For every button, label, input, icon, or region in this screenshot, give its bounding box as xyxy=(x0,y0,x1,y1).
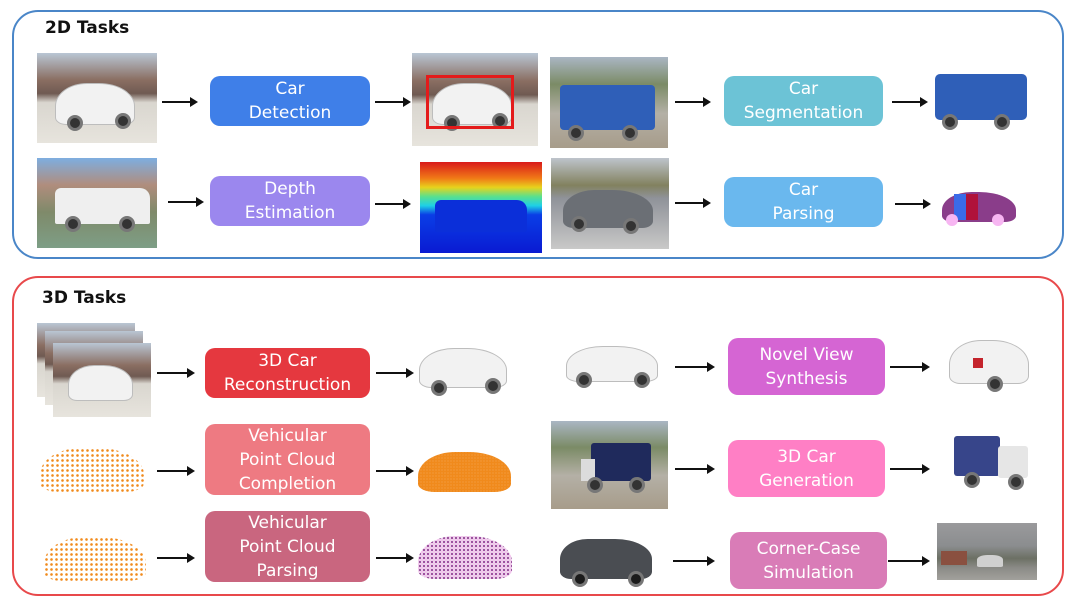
arrow-icon xyxy=(157,553,195,563)
corner-case-output-scene xyxy=(937,523,1037,580)
task-corner-case-simulation: Corner-Case Simulation xyxy=(730,532,887,589)
arrow-icon xyxy=(675,464,715,474)
arrow-icon xyxy=(168,197,204,207)
depth-output-map xyxy=(420,162,542,253)
panel-3d-tasks xyxy=(12,276,1064,596)
arrow-icon xyxy=(675,97,711,107)
depth-input-image xyxy=(37,158,157,248)
task-depth-estimation: Depth Estimation xyxy=(210,176,370,226)
segmentation-input-image xyxy=(550,57,668,148)
arrow-icon xyxy=(890,362,930,372)
arrow-icon xyxy=(892,97,928,107)
arrow-icon xyxy=(888,556,930,566)
arrow-icon xyxy=(673,556,715,566)
task-point-cloud-completion: Vehicular Point Cloud Completion xyxy=(205,424,370,495)
novel-view-output-car xyxy=(945,336,1035,396)
task-3d-car-reconstruction: 3D Car Reconstruction xyxy=(205,348,370,398)
task-car-detection: Car Detection xyxy=(210,76,370,126)
parsing-input-image xyxy=(551,158,669,249)
task-novel-view-synthesis: Novel View Synthesis xyxy=(728,338,885,395)
reconstruction-input-images xyxy=(37,323,157,423)
panel-2d-title: 2D Tasks xyxy=(45,18,130,38)
generation-input-image xyxy=(551,421,668,509)
arrow-icon xyxy=(162,97,198,107)
task-3d-car-generation: 3D Car Generation xyxy=(728,440,885,497)
arrow-icon xyxy=(376,466,414,476)
reconstruction-output-car xyxy=(415,342,510,402)
segmentation-output-image xyxy=(930,68,1035,138)
task-car-segmentation: Car Segmentation xyxy=(724,76,883,126)
arrow-icon xyxy=(675,198,711,208)
arrow-icon xyxy=(157,368,195,378)
detection-output-image xyxy=(412,53,538,146)
arrow-icon xyxy=(890,464,930,474)
generation-output-truck xyxy=(950,432,1035,494)
arrow-icon xyxy=(375,199,411,209)
panel-3d-title: 3D Tasks xyxy=(42,288,127,308)
completion-input-pointcloud xyxy=(40,448,144,492)
task-car-parsing: Car Parsing xyxy=(724,177,883,227)
panel-2d-tasks xyxy=(12,10,1064,259)
parsing-output-map xyxy=(940,188,1016,232)
task-point-cloud-parsing: Vehicular Point Cloud Parsing xyxy=(205,511,370,582)
arrow-icon xyxy=(675,362,715,372)
arrow-icon xyxy=(376,553,414,563)
detection-input-image xyxy=(37,53,157,143)
parsing-input-pointcloud xyxy=(44,537,146,581)
arrow-icon xyxy=(375,97,411,107)
corner-case-input-car xyxy=(558,535,658,593)
completion-output-pointcloud xyxy=(418,452,511,492)
parsing-output-pointcloud xyxy=(418,536,512,579)
novel-view-input-car xyxy=(562,340,662,395)
arrow-icon xyxy=(376,368,414,378)
arrow-icon xyxy=(895,199,931,209)
arrow-icon xyxy=(157,466,195,476)
bounding-box xyxy=(426,75,514,129)
